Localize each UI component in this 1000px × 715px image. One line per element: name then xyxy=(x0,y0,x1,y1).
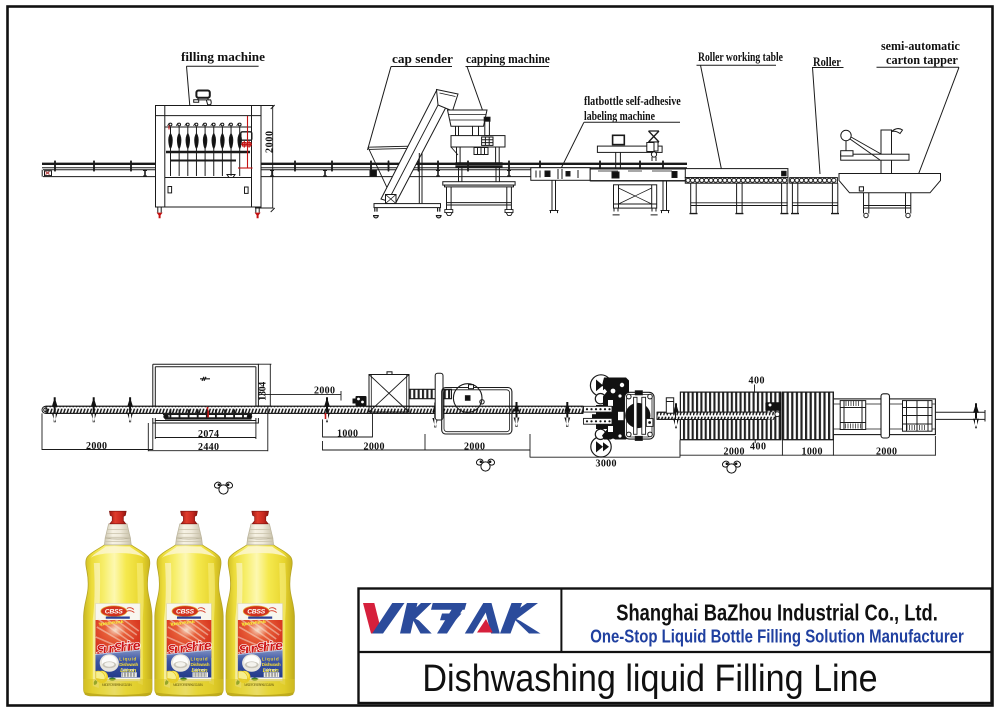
svg-text:3000: 3000 xyxy=(596,458,617,469)
svg-text:cap sender: cap sender xyxy=(392,51,453,66)
svg-text:400: 400 xyxy=(749,375,765,386)
svg-text:400: 400 xyxy=(750,441,766,452)
svg-text:Dishwashing liquid Filling Lin: Dishwashing liquid Filling Line xyxy=(422,656,877,699)
svg-text:Roller: Roller xyxy=(813,54,841,69)
svg-text:1304: 1304 xyxy=(258,382,269,401)
svg-text:2000: 2000 xyxy=(86,441,107,452)
svg-text:flatbottle self-adhesive: flatbottle self-adhesive xyxy=(584,94,681,109)
svg-text:1000: 1000 xyxy=(337,428,358,439)
svg-text:2000: 2000 xyxy=(724,447,745,458)
svg-text:carton tapper: carton tapper xyxy=(886,53,958,67)
svg-text:2440: 2440 xyxy=(198,442,219,453)
svg-text:2074: 2074 xyxy=(198,429,219,440)
svg-text:labeling machine: labeling machine xyxy=(584,110,655,124)
svg-text:2000: 2000 xyxy=(364,441,385,452)
svg-text:capping machine: capping machine xyxy=(466,51,550,66)
svg-text:filling machine: filling machine xyxy=(181,49,265,64)
svg-text:2000: 2000 xyxy=(876,447,897,458)
svg-text:One-Stop Liquid Bottle Filling: One-Stop Liquid Bottle Filling Solution … xyxy=(590,626,964,647)
svg-text:2000: 2000 xyxy=(314,386,335,397)
svg-text:Shanghai BaZhou Industrial Co.: Shanghai BaZhou Industrial Co., Ltd. xyxy=(616,601,938,626)
svg-text:semi-automatic: semi-automatic xyxy=(881,39,960,54)
svg-text:2000: 2000 xyxy=(265,131,276,153)
svg-text:1000: 1000 xyxy=(802,447,823,458)
svg-text:2000: 2000 xyxy=(464,441,485,452)
svg-text:Roller working table: Roller working table xyxy=(698,51,783,65)
